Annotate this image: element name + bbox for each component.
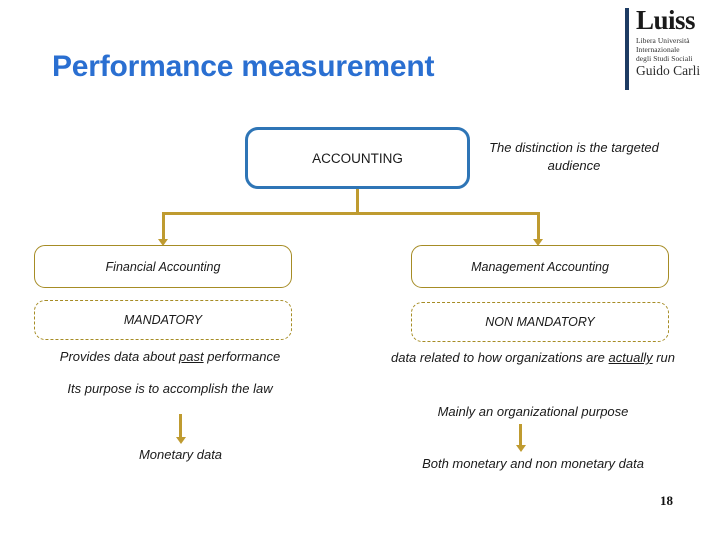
page-title: Performance measurement [52,50,435,83]
arrowhead-left-outcome [175,437,186,444]
arrowhead-right [533,239,543,246]
note-actually-run: data related to how organizations are ac… [383,349,683,367]
badge-non-mandatory: NON MANDATORY [411,302,669,342]
logo-founder-name: Guido Carli [636,62,701,78]
connector-split-bar [162,212,540,215]
logo-subtitle-line-1: Libera Università [636,35,690,45]
connector-drop-left [162,212,165,240]
arrowhead-right-outcome [515,445,526,452]
node-financial-accounting: Financial Accounting [34,245,292,288]
note-past-performance-before: Provides data about [59,349,180,364]
note-past-performance-underline: past [179,349,204,364]
logo-subtitle: Libera Università Internazionale degli S… [636,36,717,63]
note-organizational-purpose: Mainly an organizational purpose [437,404,629,419]
badge-mandatory: MANDATORY [34,300,292,340]
logo-wordmark: Luiss [636,5,696,35]
note-actually-run-underline: actually [608,350,653,365]
connector-left-outcome [179,414,182,438]
node-accounting: ACCOUNTING [245,127,470,189]
logo-subtitle-line-3: degli Studi Sociali [636,53,693,63]
outcome-monetary-data: Monetary data [138,447,223,462]
logo-subtitle-line-2: Internazionale [636,44,680,54]
note-actually-run-after: run [652,350,675,365]
outcome-both-monetary-non-monetary: Both monetary and non monetary data [422,456,644,471]
arrowhead-left [158,239,168,246]
node-management-accounting: Management Accounting [411,245,669,288]
luiss-logo: Luiss Libera Università Internazionale d… [625,5,717,90]
note-targeted-audience: The distinction is the targeted audience [489,140,659,173]
connector-drop-right [537,212,540,240]
connector-right-outcome [519,424,522,446]
note-accomplish-law: Its purpose is to accomplish the law [67,381,273,396]
note-past-performance: Provides data about past performance [14,348,326,366]
connector-root-stem [356,189,359,214]
page-number: 18 [660,493,673,508]
note-actually-run-before: data related to how organizations are [390,350,609,365]
note-past-performance-after: performance [203,349,281,364]
